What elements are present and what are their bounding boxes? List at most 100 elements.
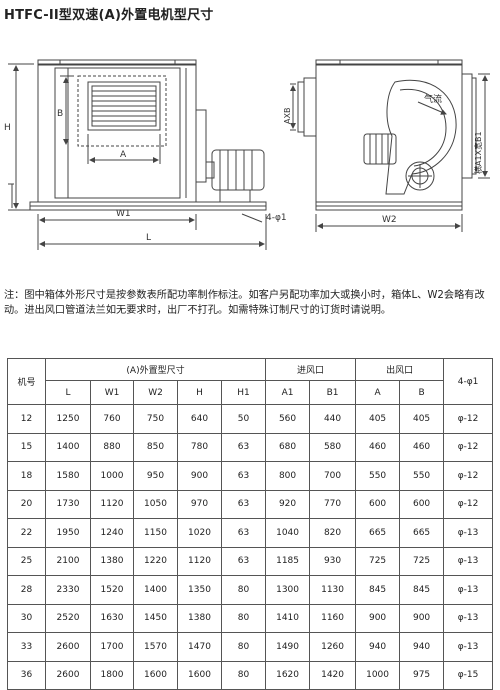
cell-hole: φ-12 xyxy=(443,489,494,519)
cell-b1: 1160 xyxy=(309,603,357,633)
cell-l: 2600 xyxy=(45,632,91,662)
cell-a1: 1620 xyxy=(265,660,311,690)
header-model: 机号 xyxy=(7,358,46,405)
cell-w1: 1120 xyxy=(90,489,134,519)
label-H1: H1 xyxy=(0,177,2,188)
cell-w1: 1520 xyxy=(90,575,134,605)
cell-a1: 1490 xyxy=(265,632,311,662)
cell-h1: 50 xyxy=(220,404,267,434)
cell-b1: 1420 xyxy=(309,660,357,690)
cell-a1: 680 xyxy=(265,432,311,462)
cell-w1: 1240 xyxy=(90,518,134,548)
cell-a1: 1300 xyxy=(265,575,311,605)
cell-model: 12 xyxy=(7,404,46,434)
header-L: L xyxy=(45,380,91,405)
cell-h1: 63 xyxy=(220,432,267,462)
cell-h1: 80 xyxy=(220,660,267,690)
cell-a1: 1040 xyxy=(265,518,311,548)
label-H: H xyxy=(4,123,11,133)
header-A: A xyxy=(355,380,401,405)
cell-model: 30 xyxy=(7,603,46,633)
cell-b: 550 xyxy=(399,461,445,491)
cell-b: 460 xyxy=(399,432,445,462)
page-title: HTFC-II型双速(A)外置电机型尺寸 xyxy=(4,8,214,23)
cell-a1: 800 xyxy=(265,461,311,491)
cell-a: 725 xyxy=(355,546,401,576)
cell-b1: 440 xyxy=(309,404,357,434)
spec-table-wrapper: 机号 (A)外置型尺寸 进风口 出风口 4-φ1 L W1 W2 H H1 A1… xyxy=(7,358,494,690)
label-hole: 4-φ1 xyxy=(266,213,287,223)
label-W2: W2 xyxy=(382,215,397,225)
cell-w2: 1220 xyxy=(133,546,178,576)
cell-h1: 63 xyxy=(220,461,267,491)
cell-hole: φ-12 xyxy=(443,432,494,462)
cell-model: 22 xyxy=(7,518,46,548)
fan-housing-side xyxy=(315,63,463,203)
header-hole: 4-φ1 xyxy=(443,358,494,405)
cell-w1: 880 xyxy=(90,432,134,462)
header-B1: B1 xyxy=(309,380,357,405)
cell-l: 1400 xyxy=(45,432,91,462)
header-H: H xyxy=(177,380,222,405)
note-text: 注：图中箱体外形尺寸是按参数表所配功率制作标注。如客户另配功率加大或换小时，箱体… xyxy=(4,290,485,316)
cell-model: 33 xyxy=(7,632,46,662)
cell-a: 405 xyxy=(355,404,401,434)
cell-h1: 80 xyxy=(220,575,267,605)
cell-b: 405 xyxy=(399,404,445,434)
cell-model: 15 xyxy=(7,432,46,462)
cell-h: 640 xyxy=(177,404,222,434)
cell-w1: 1800 xyxy=(90,660,134,690)
cell-w2: 1150 xyxy=(133,518,178,548)
cell-b: 845 xyxy=(399,575,445,605)
cell-l: 1730 xyxy=(45,489,91,519)
cell-h1: 80 xyxy=(220,632,267,662)
cell-hole: φ-12 xyxy=(443,404,494,434)
cell-w2: 850 xyxy=(133,432,178,462)
cell-w2: 750 xyxy=(133,404,178,434)
cell-b1: 1130 xyxy=(309,575,357,605)
cell-a: 900 xyxy=(355,603,401,633)
cell-b: 900 xyxy=(399,603,445,633)
cell-b: 940 xyxy=(399,632,445,662)
cell-h1: 63 xyxy=(220,546,267,576)
header-A1: A1 xyxy=(265,380,311,405)
header-B: B xyxy=(399,380,445,405)
right-view xyxy=(290,59,490,232)
cell-h: 1350 xyxy=(177,575,222,605)
cell-a: 1000 xyxy=(355,660,401,690)
cell-w2: 1570 xyxy=(133,632,178,662)
cell-h: 1020 xyxy=(177,518,222,548)
cell-h1: 63 xyxy=(220,489,267,519)
label-B: B xyxy=(57,109,63,119)
cell-h: 1120 xyxy=(177,546,222,576)
cell-b1: 1260 xyxy=(309,632,357,662)
cell-model: 28 xyxy=(7,575,46,605)
cell-a: 940 xyxy=(355,632,401,662)
cell-b1: 700 xyxy=(309,461,357,491)
cell-w1: 1000 xyxy=(90,461,134,491)
cell-b1: 820 xyxy=(309,518,357,548)
label-W1: W1 xyxy=(116,209,131,219)
cell-h: 1470 xyxy=(177,632,222,662)
cell-w2: 950 xyxy=(133,461,178,491)
header-H1: H1 xyxy=(220,380,267,405)
motor-side xyxy=(363,133,397,165)
cell-model: 25 xyxy=(7,546,46,576)
cell-l: 2100 xyxy=(45,546,91,576)
cell-h1: 80 xyxy=(220,603,267,633)
cell-b1: 930 xyxy=(309,546,357,576)
cell-b1: 580 xyxy=(309,432,357,462)
cell-a: 600 xyxy=(355,489,401,519)
cell-hole: φ-12 xyxy=(443,461,494,491)
cell-a: 665 xyxy=(355,518,401,548)
cell-l: 2520 xyxy=(45,603,91,633)
fan-outlet xyxy=(87,81,161,131)
cell-model: 20 xyxy=(7,489,46,519)
